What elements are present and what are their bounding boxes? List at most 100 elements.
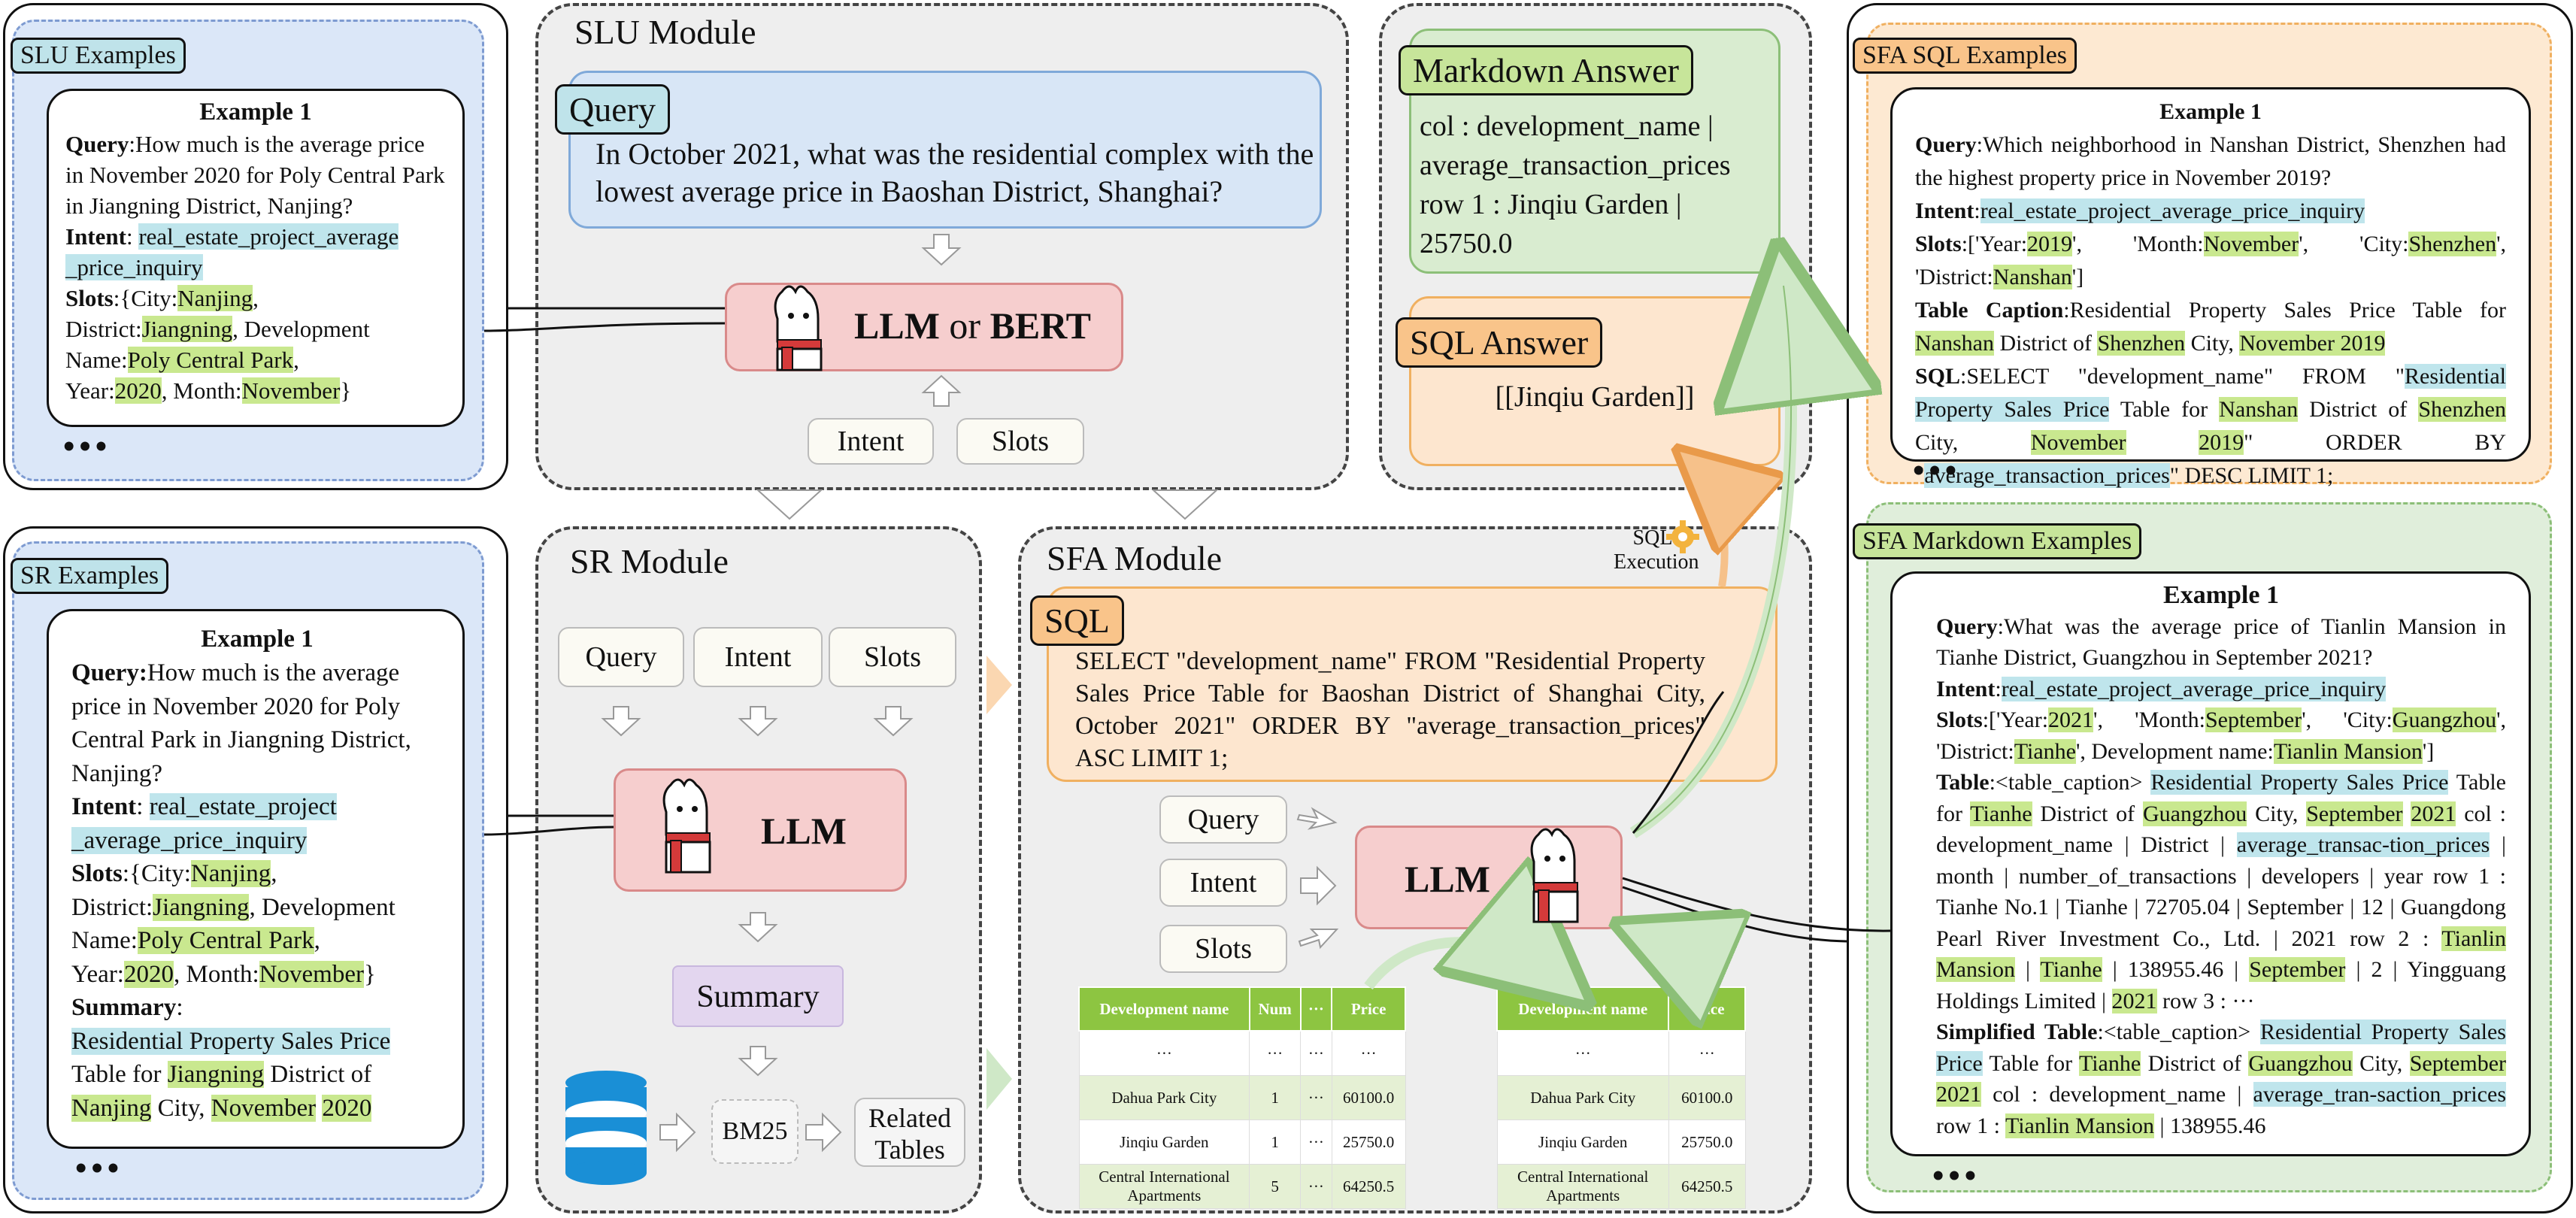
sr-examples-tag: SR Examples [11,558,169,594]
slu-examples-tag: SLU Examples [11,38,186,74]
table-cell: 25750.0 [1331,1120,1406,1165]
sr-summary-box: Summary [672,965,844,1027]
llama-icon-slu [774,285,823,371]
slu-llm-label: LLM or BERT [854,304,1091,347]
sr-bm25-box: BM25 [711,1099,799,1164]
sr-example-title: Example 1 [201,626,314,653]
sfa-sql-examples-more: ••• [1913,452,1962,489]
table-cell: Dahua Park City [1078,1075,1250,1120]
sr-intent-box: Intent [693,627,823,687]
sfa-sql-example-title: Example 1 [2159,99,2262,124]
llm-to-markdown-arrow [1629,286,1791,838]
table-cell: 1 [1249,1120,1301,1165]
table-cell: ··· [1078,1030,1250,1076]
slu-examples-more: ••• [63,428,112,465]
sr-llm-label: LLM [761,810,847,852]
table-cell: ··· [1668,1030,1746,1076]
table-cell: Jinqiu Garden [1496,1120,1669,1165]
table-simplify-arrow [1364,942,1561,986]
table-cell: 64250.5 [1668,1164,1746,1209]
llm-to-sql-line [1632,691,1725,834]
sr-related-tables-box: Related Tables [854,1098,965,1167]
sfa-sql-text: SELECT "development_name" FROM "Resident… [1075,647,1705,772]
slu-module-title: SLU Module [574,13,756,51]
table-row: ············ [1078,1030,1406,1076]
slu-example-card: Example 1 Query:How much is the average … [47,89,465,427]
table-cell: 5 [1249,1164,1301,1209]
sfa-sql-tag: SQL [1030,595,1124,646]
table-cell: Jinqiu Garden [1078,1120,1250,1165]
table-cell: 60100.0 [1668,1075,1746,1120]
sr-bm25-arrows [659,1112,842,1153]
gear-icon [1666,520,1699,553]
table-cell: 64250.5 [1331,1164,1406,1209]
slu-slots-box: Slots [956,418,1084,465]
sr-llm-box [614,768,907,892]
sr-examples-more: ••• [75,1150,124,1186]
slu-llm-to-intent-slots-arrow [921,374,962,407]
table-cell: 25750.0 [1668,1120,1746,1165]
sr-to-sfa-arrow-upper [986,656,1012,714]
sfa-query-box: Query [1159,795,1287,844]
sfa-md-example-body: Query:What was the average price of Tian… [1936,614,2507,1138]
sfa-md-example-title: Example 1 [2163,581,2279,609]
table-cell: ··· [1300,1075,1332,1120]
slu-to-sr-arrow [756,489,823,520]
simplified-to-llm-arrow [1644,935,1659,980]
markdown-answer-text: col : development_name | average_transac… [1420,111,1731,259]
llama-icon-sr [662,778,711,874]
table-header-cell: Development name [1078,986,1250,1032]
sr-query-box: Query [558,627,684,687]
slu-query-text: In October 2021, what was the residentia… [596,137,1314,208]
slu-example-body: Query:How much is the average price in N… [65,131,445,404]
sr-example-link-lower [483,826,614,836]
slu-example-link-lower [483,322,726,332]
database-icon [565,1071,647,1185]
table-cell: 60100.0 [1331,1075,1406,1120]
slu-example-title: Example 1 [199,98,312,126]
table-cell: Dahua Park City [1496,1075,1669,1120]
sfa-slots-box: Slots [1159,925,1287,973]
slu-query-box [568,71,1322,229]
sr-to-sfa-arrow-lower [986,1048,1012,1110]
sfa-module-title: SFA Module [1047,539,1223,577]
sfa-input-arrows [1296,807,1339,950]
llama-icon-sfa [1530,828,1579,923]
table-cell: 1 [1249,1075,1301,1120]
sfa-md-example-card: Example 1 Query:What was the average pri… [1890,571,2531,1156]
sfa-md-example-link [1622,877,1891,932]
sr-slots-box: Slots [829,627,956,687]
sr-example-body: Query:How much is the average price in N… [71,659,411,1122]
table-header-cell: ··· [1299,986,1333,1032]
sql-execution-arrow [1696,466,1725,587]
sfa-intent-box: Intent [1159,859,1287,907]
slu-query-tag: Query [555,84,670,135]
sfa-sql-example-body: Query:Which neighborhood in Nanshan Dist… [1915,132,2507,488]
table-cell: ··· [1300,1030,1332,1076]
sfa-sql-examples-tag: SFA SQL Examples [1853,38,2077,74]
sql-answer-text: [[Jinqiu Garden]] [1495,381,1695,413]
table-cell: ··· [1331,1030,1406,1076]
slu-to-sfa-arrow [1151,489,1219,520]
table-cell: Central International Apartments [1078,1164,1250,1209]
sr-input-arrows [601,706,914,1077]
sfa-md-examples-more: ••• [1932,1157,1981,1194]
sql-answer-tag: SQL Answer [1396,317,1603,368]
table-header-cell: Num [1248,986,1302,1032]
table-header-cell: Price [1331,986,1406,1032]
sql-execution-label: SQL Execution [1614,526,1699,574]
sfa-sql-box [1047,586,1777,782]
sr-module-title: SR Module [570,542,729,580]
slu-query-to-llm-arrow [921,234,962,266]
table-cell: Central International Apartments [1496,1164,1669,1209]
sr-example-card: Example 1 Query:How much is the average … [47,609,465,1149]
sfa-md-examples-tag: SFA Markdown Examples [1853,523,2142,559]
